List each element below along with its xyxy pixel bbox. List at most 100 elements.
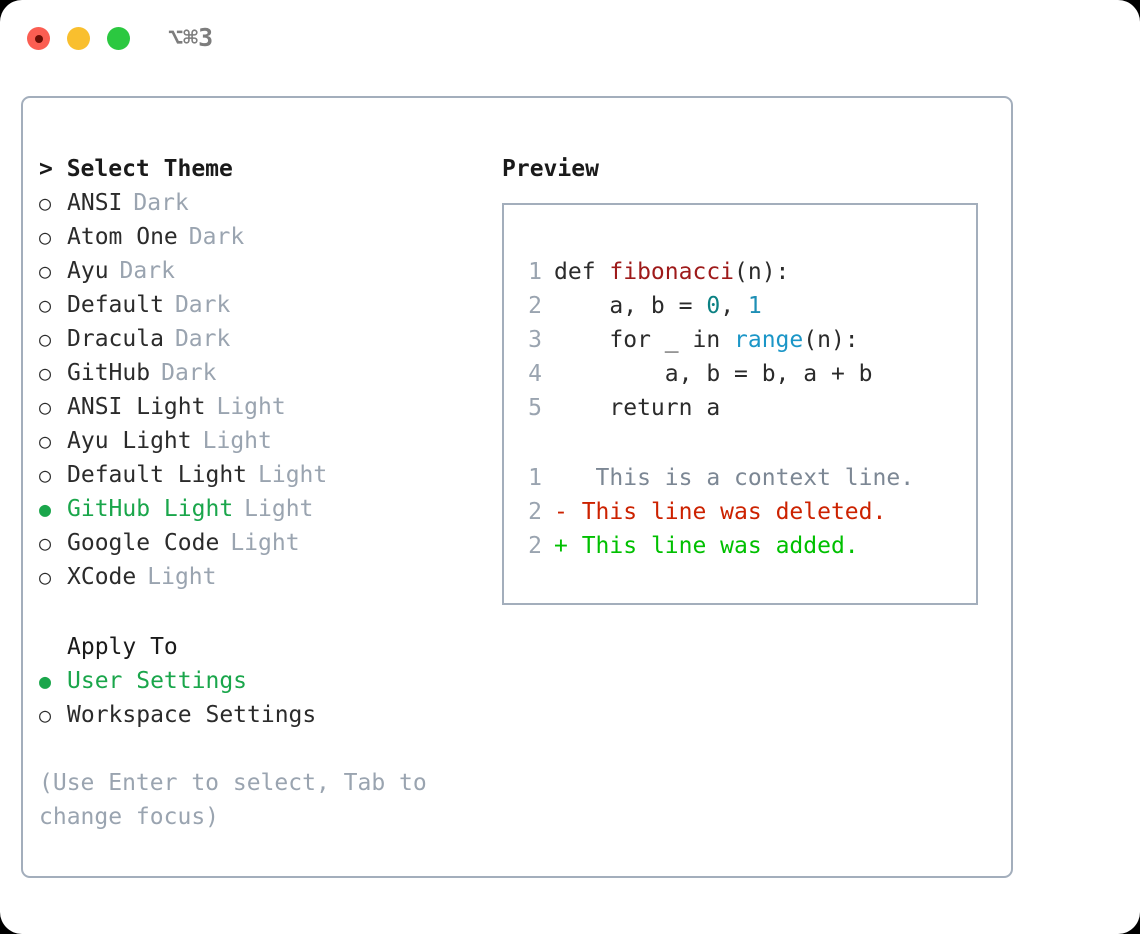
code-token: range bbox=[734, 327, 804, 353]
diff-line-number: 2 bbox=[528, 533, 542, 559]
minimize-window-button[interactable] bbox=[67, 27, 90, 50]
code-line: 2 a, b = 0, 1 bbox=[518, 289, 972, 323]
diff-sign bbox=[554, 461, 568, 495]
theme-kind-badge: Light bbox=[244, 496, 314, 522]
theme-list-item[interactable]: ○ Ayu Dark bbox=[39, 254, 479, 288]
zoom-window-button[interactable] bbox=[107, 27, 130, 50]
code-token: 0 bbox=[706, 293, 721, 319]
diff-text: This line was added. bbox=[567, 533, 859, 559]
apply-to-spacer bbox=[39, 594, 479, 630]
theme-kind-badge: Light bbox=[230, 530, 300, 556]
diff-line-number: 1 bbox=[528, 465, 542, 491]
apply-to-heading: Apply To bbox=[67, 634, 178, 660]
diff-line: 1 This is a context line. bbox=[518, 461, 972, 495]
theme-name: Ayu Light bbox=[67, 428, 192, 454]
theme-kind-badge: Light bbox=[202, 428, 272, 454]
theme-list-item[interactable]: ○ ANSI Dark bbox=[39, 186, 479, 220]
code-line-number: 2 bbox=[528, 293, 542, 319]
code-token: return a bbox=[554, 395, 721, 421]
radio-unselected-icon[interactable]: ○ bbox=[39, 565, 52, 589]
radio-unselected-icon[interactable]: ○ bbox=[39, 463, 52, 487]
radio-unselected-icon[interactable]: ○ bbox=[39, 191, 52, 215]
theme-kind-badge: Light bbox=[147, 564, 217, 590]
radio-selected-icon[interactable]: ● bbox=[39, 497, 52, 521]
theme-name: XCode bbox=[67, 564, 137, 590]
code-token: def bbox=[554, 259, 610, 285]
theme-list-item[interactable]: ○ Ayu Light Light bbox=[39, 424, 479, 458]
code-line: 5 return a bbox=[518, 391, 972, 425]
code-line-number: 1 bbox=[528, 259, 542, 285]
diff-text: This line was deleted. bbox=[567, 499, 887, 525]
theme-name: Default bbox=[67, 292, 164, 318]
radio-unselected-icon[interactable]: ○ bbox=[39, 293, 52, 317]
theme-name: Ayu bbox=[67, 258, 109, 284]
close-window-button[interactable] bbox=[27, 27, 50, 50]
theme-list-item[interactable]: ○ Default Dark bbox=[39, 288, 479, 322]
theme-kind-badge: Dark bbox=[188, 224, 245, 250]
theme-kind-badge: Dark bbox=[133, 190, 189, 216]
diff-sign: + bbox=[554, 533, 568, 559]
apply-to-option[interactable]: ○ Workspace Settings bbox=[39, 698, 479, 732]
code-token: (n): bbox=[734, 259, 790, 285]
theme-list-item[interactable]: ○ XCode Light bbox=[39, 560, 479, 594]
code-token: a, b = bbox=[554, 293, 707, 319]
code-line-number: 5 bbox=[528, 395, 542, 421]
theme-name: Google Code bbox=[67, 530, 220, 556]
code-token: for _ in bbox=[554, 327, 735, 353]
theme-list-item[interactable]: ● GitHub Light Light bbox=[39, 492, 479, 526]
theme-kind-badge: Light bbox=[216, 394, 286, 420]
theme-name: Atom One bbox=[67, 224, 178, 250]
theme-kind-badge: Dark bbox=[161, 360, 217, 386]
theme-list-item[interactable]: ○ Google Code Light bbox=[39, 526, 479, 560]
code-token: 1 bbox=[747, 293, 762, 319]
radio-unselected-icon[interactable]: ○ bbox=[39, 429, 52, 453]
title-bar: ⌥⌘3 bbox=[0, 0, 1140, 78]
theme-name: Default Light bbox=[67, 462, 248, 488]
diff-line: 2 + This line was added. bbox=[518, 529, 972, 563]
theme-list-item[interactable]: ○ GitHub Dark bbox=[39, 356, 479, 390]
theme-kind-badge: Dark bbox=[119, 258, 175, 284]
theme-name: ANSI Light bbox=[67, 394, 206, 420]
theme-name: ANSI bbox=[67, 190, 123, 216]
apply-to-label: User Settings bbox=[67, 668, 248, 694]
apply-to-label: Workspace Settings bbox=[67, 702, 317, 728]
code-line-number: 4 bbox=[528, 361, 542, 387]
diff-line: 2- This line was deleted. bbox=[518, 495, 972, 529]
code-token: fibonacci bbox=[609, 259, 735, 285]
theme-kind-badge: Dark bbox=[174, 292, 231, 318]
theme-name: GitHub bbox=[67, 360, 151, 386]
code-line: 4 a, b = b, a + b bbox=[518, 357, 972, 391]
diff-line-number: 2 bbox=[528, 499, 542, 525]
theme-list-item[interactable]: ○ ANSI Light Light bbox=[39, 390, 479, 424]
theme-name: GitHub Light bbox=[67, 496, 234, 522]
theme-kind-badge: Dark bbox=[174, 326, 231, 352]
diff-text: This is a context line. bbox=[567, 465, 915, 491]
radio-unselected-icon[interactable]: ○ bbox=[39, 531, 52, 555]
radio-selected-icon[interactable]: ● bbox=[39, 669, 52, 693]
theme-list-item[interactable]: ○ Atom One Dark bbox=[39, 220, 479, 254]
diff-gap bbox=[518, 425, 972, 461]
radio-unselected-icon[interactable]: ○ bbox=[39, 259, 52, 283]
radio-unselected-icon[interactable]: ○ bbox=[39, 225, 52, 249]
code-token: (n): bbox=[803, 327, 859, 353]
diff-sign: - bbox=[554, 499, 568, 525]
code-line-number: 3 bbox=[528, 327, 542, 353]
radio-unselected-icon[interactable]: ○ bbox=[39, 327, 52, 351]
apply-to-option[interactable]: ● User Settings bbox=[39, 664, 479, 698]
radio-unselected-icon[interactable]: ○ bbox=[39, 361, 52, 385]
radio-unselected-icon[interactable]: ○ bbox=[39, 395, 52, 419]
diff-sample: 1 This is a context line.2- This line wa… bbox=[518, 461, 972, 563]
code-line: 3 for _ in range(n): bbox=[518, 323, 972, 357]
radio-unselected-icon[interactable]: ○ bbox=[39, 703, 52, 727]
keyboard-shortcut-label: ⌥⌘3 bbox=[168, 23, 214, 52]
